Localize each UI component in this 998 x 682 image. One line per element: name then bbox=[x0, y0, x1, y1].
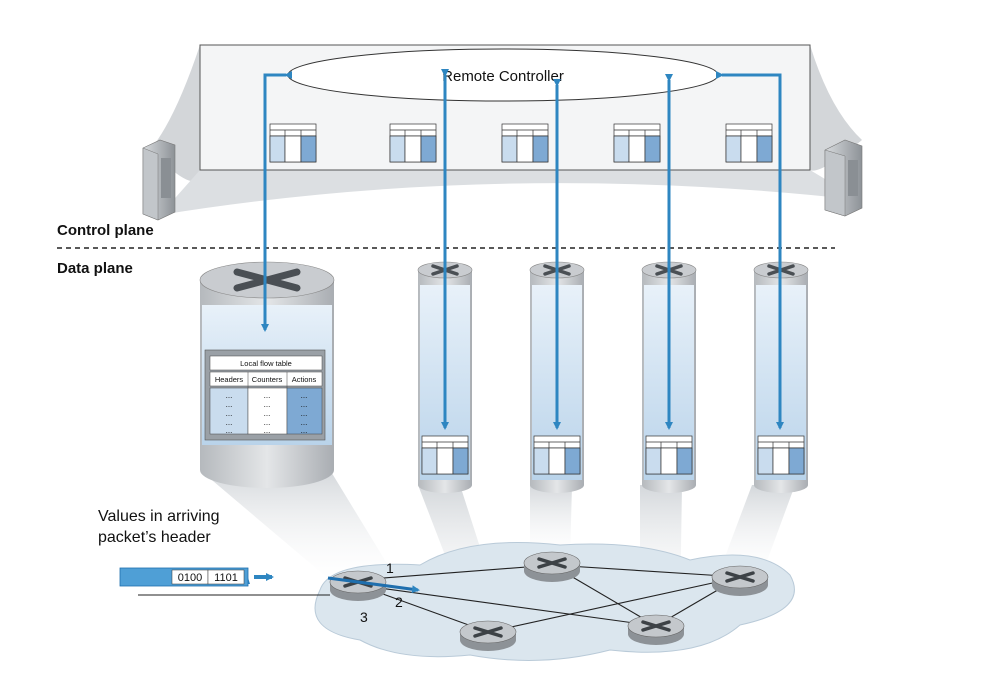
flow-table-cell: ... bbox=[264, 391, 271, 400]
controller-shadow-right bbox=[810, 45, 862, 171]
controller-shadow-bottom bbox=[160, 170, 860, 215]
flow-table-col-headers: Headers bbox=[215, 375, 244, 384]
flow-table-cell: ... bbox=[264, 418, 271, 427]
flow-table-cell: ... bbox=[264, 409, 271, 418]
network-links bbox=[138, 564, 741, 633]
flow-table-cell: ... bbox=[301, 409, 308, 418]
control-links bbox=[261, 69, 784, 430]
packet-caption-line2: packet’s header bbox=[98, 529, 211, 546]
router-icon-2 bbox=[523, 551, 581, 582]
flow-table-cell: ... bbox=[226, 391, 233, 400]
flow-table-cell: ... bbox=[226, 426, 233, 435]
control-link-5 bbox=[716, 71, 784, 430]
flow-table-cell: ... bbox=[264, 400, 271, 409]
packet-field-2: 1101 bbox=[214, 572, 238, 584]
flow-table-col-counters: Counters bbox=[252, 375, 283, 384]
port-label-3: 3 bbox=[360, 609, 368, 625]
controller-flow-table-5 bbox=[725, 123, 773, 163]
router-icon-3 bbox=[459, 620, 517, 651]
switch-flow-table-1 bbox=[421, 435, 469, 475]
router-icon-5 bbox=[711, 565, 769, 596]
local-flow-table: Local flow table Headers Counters Action… bbox=[204, 349, 326, 441]
packet-header-icon: 0100 1101 bbox=[119, 567, 250, 587]
flow-table-cell: ... bbox=[226, 409, 233, 418]
flow-table-cell: ... bbox=[264, 426, 271, 435]
controller-flow-table-4 bbox=[613, 123, 661, 163]
packet-forward-arrow bbox=[327, 576, 420, 594]
controller-flow-table-2 bbox=[389, 123, 437, 163]
port-label-1: 1 bbox=[386, 560, 394, 576]
flow-table-cell: ... bbox=[301, 400, 308, 409]
flow-table-col-actions: Actions bbox=[292, 375, 317, 384]
flow-table-cell: ... bbox=[226, 400, 233, 409]
flow-table-cell: ... bbox=[226, 418, 233, 427]
controller-flow-table-1 bbox=[269, 123, 317, 163]
control-link-1 bbox=[261, 71, 292, 332]
packet-field-1: 0100 bbox=[178, 572, 202, 584]
packet-caption-line1: Values in arriving bbox=[98, 508, 220, 525]
server-icon-left bbox=[142, 139, 176, 221]
control-plane-label: Control plane bbox=[57, 222, 154, 239]
flow-table-cell: ... bbox=[301, 426, 308, 435]
server-icon-right bbox=[824, 139, 863, 217]
flow-table-cell: ... bbox=[301, 418, 308, 427]
switch-flow-table-3 bbox=[645, 435, 693, 475]
port-label-2: 2 bbox=[395, 594, 403, 610]
flow-table-title: Local flow table bbox=[240, 359, 292, 368]
data-plane-label: Data plane bbox=[57, 260, 133, 277]
flow-table-cell: ... bbox=[301, 391, 308, 400]
router-icon-4 bbox=[627, 614, 685, 645]
switch-flow-table-2 bbox=[533, 435, 581, 475]
switch-flow-table-4 bbox=[757, 435, 805, 475]
controller-flow-table-3 bbox=[501, 123, 549, 163]
remote-controller-label: Remote Controller bbox=[442, 68, 564, 85]
